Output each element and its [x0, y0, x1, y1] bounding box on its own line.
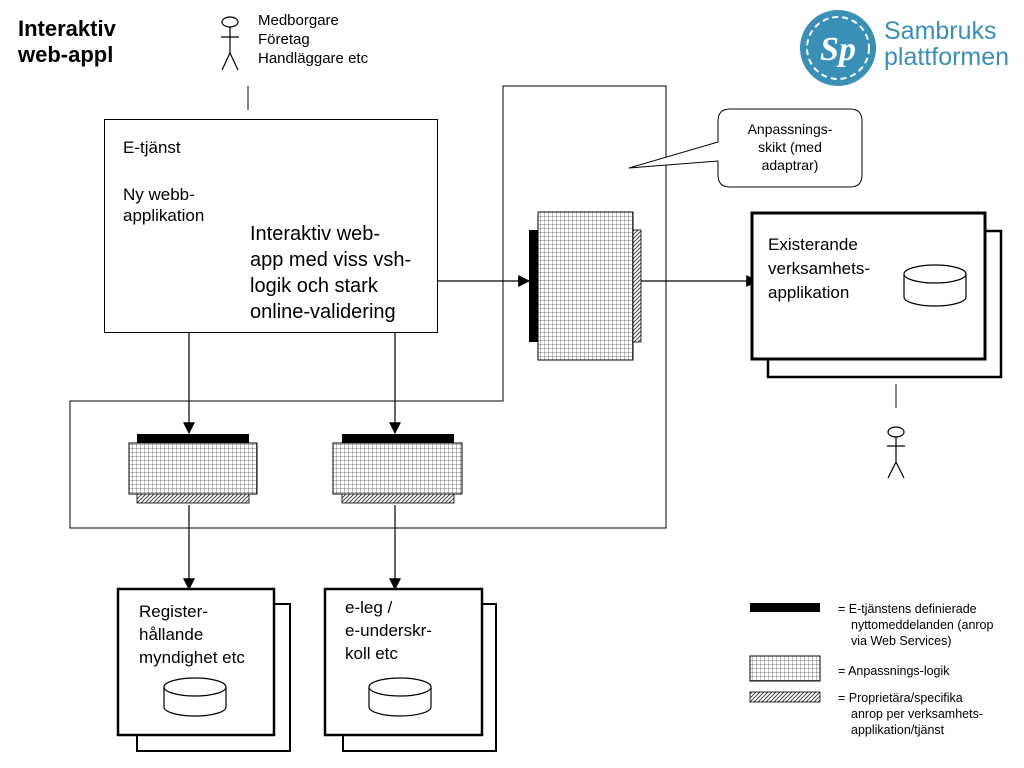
slide-title-line-1: Interaktiv — [18, 16, 116, 41]
eleg-line-3: koll etc — [345, 644, 398, 663]
register-line-2: hållande — [139, 625, 204, 644]
adapter-mid — [332, 434, 463, 504]
legend-3-line-2: anrop per verksamhets- — [851, 707, 984, 721]
legend-black-bar-icon — [750, 603, 820, 612]
register-label: Register- hållande myndighet etc — [139, 600, 245, 669]
etjanst-desc-line-1: Interaktiv web- — [250, 223, 381, 245]
legend-1-line-2: nyttomeddelanden (anrop — [851, 618, 994, 632]
legend-2-line-1: = Anpassnings-logik — [838, 664, 950, 678]
existing-app-front-box — [750, 211, 987, 361]
eleg-label: e-leg / e-underskr- koll etc — [345, 596, 432, 665]
legend-item-grid: = Anpassnings-logik — [838, 663, 950, 679]
callout-bubble — [628, 108, 863, 188]
register-line-3: myndighet etc — [139, 648, 245, 667]
logo-text: Sambruks plattformen — [884, 18, 1009, 70]
actor-role-3: Handläggare etc — [258, 50, 369, 67]
adapter-left — [128, 434, 258, 504]
legend-hatch-icon — [749, 691, 821, 703]
register-line-1: Register- — [139, 602, 208, 621]
svg-text:Sp: Sp — [820, 31, 856, 68]
slide-title-line-2: web-appl — [18, 42, 114, 67]
existing-app-line-3: applikation — [768, 283, 850, 302]
database-icon-existing — [903, 264, 967, 307]
adaptation-layer-outline — [69, 85, 667, 529]
database-icon-register — [163, 677, 227, 717]
callout-line-2: skikt (med — [758, 139, 822, 155]
callout-text: Anpassnings- skikt (med adaptrar) — [718, 120, 862, 174]
legend-3-line-1: = Proprietära/specifika — [838, 691, 963, 705]
etjanst-desc-line-2: app med viss vsh- — [250, 249, 412, 271]
callout-line-3: adaptrar) — [761, 157, 819, 173]
legend-1-line-1: = E-tjänstens definierade — [838, 602, 977, 616]
legend-item-black-bar: = E-tjänstens definierade nyttomeddeland… — [838, 601, 993, 649]
etjanst-label: E-tjänst — [123, 138, 181, 157]
existing-app-label: Existerande verksamhets- applikation — [768, 233, 870, 305]
etjanst-desc-line-3: logik och stark — [250, 275, 378, 297]
slide-title: Interaktiv web-appl — [18, 16, 116, 68]
person-icon-top — [221, 16, 239, 71]
person-icon-right — [887, 426, 905, 479]
callout-line-1: Anpassnings- — [747, 121, 833, 137]
actor-role-2: Företag — [258, 31, 310, 48]
legend-3-line-3: applikation/tjänst — [851, 723, 945, 737]
etjanst-sublabel: Ny webb- applikation — [123, 184, 204, 226]
legend-grid-icon — [749, 655, 821, 682]
top-actor-label: Medborgare Företag Handläggare etc — [258, 11, 368, 68]
etjanst-box — [104, 119, 438, 333]
etjanst-sub-line-1: Ny webb- — [123, 185, 195, 204]
existing-app-line-1: Existerande — [768, 235, 858, 254]
database-icon-eleg — [368, 677, 432, 717]
register-front-box — [116, 587, 276, 737]
actor-role-1: Medborgare — [258, 12, 339, 29]
etjanst-sub-line-2: applikation — [123, 206, 205, 225]
etjanst-desc-line-4: online-validering — [250, 301, 396, 323]
legend-1-line-3: via Web Services) — [851, 634, 952, 648]
adapter-center — [529, 211, 642, 361]
logo-line-1: Sambruks — [884, 17, 997, 45]
eleg-line-1: e-leg / — [345, 598, 393, 617]
eleg-line-2: e-underskr- — [345, 621, 432, 640]
existing-app-line-2: verksamhets- — [768, 259, 871, 278]
logo-line-2: plattformen — [884, 43, 1010, 71]
legend-item-hatch: = Proprietära/specifika anrop per verksa… — [838, 690, 983, 738]
logo-emblem-icon: Sp — [800, 10, 876, 86]
etjanst-description: Interaktiv web- app med viss vsh- logik … — [250, 221, 411, 325]
